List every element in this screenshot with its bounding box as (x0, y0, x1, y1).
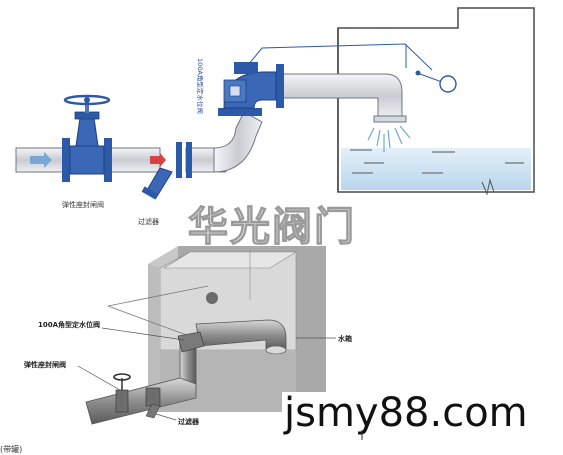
bottom-diagram: 100A角型定水位阀 弹性座封闸阀 水箱 过滤器 (24, 246, 352, 426)
corner-fragment: (带罐) (0, 444, 22, 454)
bottom-filter-label: 过滤器 (178, 417, 200, 426)
bottom-float-ball (206, 292, 218, 304)
float-assembly (243, 43, 457, 93)
bottom-float-lines (107, 285, 218, 341)
top-valve-label: 100A角型定水位阀 (196, 58, 205, 114)
watermark-brand: 华光阀门 (188, 204, 356, 250)
watermark-url: jsmy88.com (283, 390, 528, 436)
bottom-gate-valve (115, 389, 129, 413)
flow-arrow-red-icon (150, 153, 166, 167)
bottom-pipes (85, 319, 287, 425)
bottom-valve-label: 100A角型定水位阀 (38, 320, 100, 329)
outlet-pipe (281, 73, 407, 123)
water-tank (337, 7, 535, 196)
watermark-url-bg (282, 392, 554, 430)
y-filter (141, 142, 192, 200)
bottom-handwheel-icon (113, 373, 131, 381)
handwheel-icon (63, 94, 111, 106)
angle-float-valve (218, 62, 284, 116)
top-gate-valve-label: 弹性座封闸阀 (62, 200, 104, 209)
top-diagram: 100A角型定水位阀 弹性座封闸阀 过滤器 (15, 7, 535, 226)
flow-arrow-icon (30, 152, 52, 168)
top-filter-label: 过滤器 (138, 217, 159, 226)
water-body (341, 148, 531, 190)
inlet-pipe (15, 111, 263, 173)
bottom-gate-valve-label: 弹性座封闸阀 (24, 360, 66, 369)
float-ball (439, 75, 457, 93)
water-spray (367, 125, 411, 152)
bottom-tank-label: 水箱 (338, 334, 352, 343)
bottom-filter (145, 387, 161, 407)
bottom-leaders (77, 327, 336, 421)
bottom-angle-valve (177, 331, 205, 353)
gate-valve (62, 94, 112, 182)
